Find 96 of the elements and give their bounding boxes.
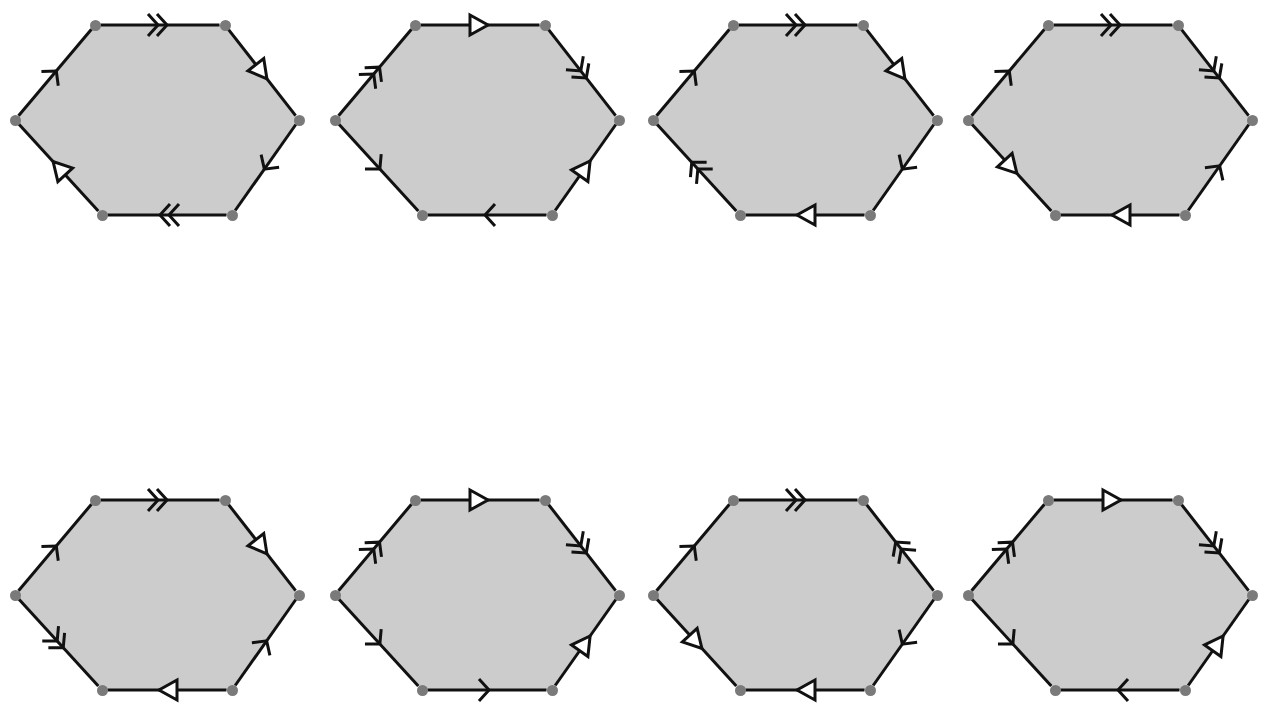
vertex-dot: [931, 114, 943, 126]
vertex-dot: [409, 494, 421, 506]
vertex-dot: [1172, 19, 1184, 31]
vertex-dot: [857, 494, 869, 506]
arrow-edge: [547, 503, 617, 592]
arrow-edge: [970, 123, 1053, 212]
arrow-edge: [553, 598, 618, 687]
arrow-edge: [1180, 28, 1250, 117]
vertex-dot: [539, 494, 551, 506]
arrow-edge: [420, 13, 540, 37]
arrow-edge: [970, 503, 1046, 592]
vertex-dot: [1246, 589, 1258, 601]
vertex-dot: [96, 684, 108, 696]
vertex-dot: [647, 114, 659, 126]
arrow-edge: [227, 28, 297, 117]
vertex-dot: [1042, 19, 1054, 31]
arrow-edge: [107, 678, 227, 702]
arrow-edge: [1053, 12, 1173, 38]
arrow-edge: [17, 503, 93, 592]
vertex-dot: [1179, 684, 1191, 696]
arrow-edge: [227, 503, 297, 592]
arrow-edge: [1053, 488, 1173, 512]
arrow-edge: [738, 487, 858, 513]
arrow-edge: [970, 28, 1046, 117]
arrow-edge: [17, 123, 100, 212]
arrow-edge: [1060, 203, 1180, 227]
arrow-edge: [738, 12, 858, 38]
arrow-edge: [337, 598, 420, 687]
arrow-edge: [1060, 677, 1180, 703]
arrow-edge: [427, 202, 547, 228]
vertex-dot: [727, 494, 739, 506]
vertex-dot: [9, 589, 21, 601]
vertex-dot: [416, 684, 428, 696]
vertex-dot: [219, 494, 231, 506]
arrow-edge: [107, 202, 227, 228]
vertex-dot: [409, 19, 421, 31]
arrow-edge: [871, 598, 936, 687]
vertex-dot: [613, 589, 625, 601]
arrow-edge: [745, 678, 865, 702]
vertex-dot: [962, 589, 974, 601]
arrow-edge: [970, 598, 1053, 687]
arrow-edge: [865, 503, 935, 592]
arrow-edge: [337, 123, 420, 212]
vertex-dot: [1172, 494, 1184, 506]
vertex-dot: [96, 209, 108, 221]
vertex-dot: [864, 209, 876, 221]
vertex-dot: [226, 684, 238, 696]
arrow-edge: [655, 28, 731, 117]
arrow-edge: [1186, 123, 1251, 212]
vertex-dot: [546, 209, 558, 221]
vertex-dot: [734, 209, 746, 221]
arrow-edge: [100, 487, 220, 513]
vertex-dot: [226, 209, 238, 221]
arrow-edge: [420, 488, 540, 512]
vertex-dot: [219, 19, 231, 31]
vertex-dot: [727, 19, 739, 31]
vertex-dot: [857, 19, 869, 31]
vertex-dot: [1049, 209, 1061, 221]
arrow-edge: [100, 12, 220, 38]
arrow-edge: [655, 123, 738, 212]
vertex-dot: [1049, 684, 1061, 696]
vertex-dot: [647, 589, 659, 601]
arrow-edge: [655, 598, 738, 687]
arrow-edge: [233, 598, 298, 687]
arrow-edge: [233, 123, 298, 212]
vertex-dot: [293, 589, 305, 601]
arrow-edge: [655, 503, 731, 592]
vertex-dot: [962, 114, 974, 126]
vertex-dot: [293, 114, 305, 126]
vertex-dot: [539, 19, 551, 31]
arrow-edge: [871, 123, 936, 212]
vertex-dot: [416, 209, 428, 221]
vertex-dot: [89, 19, 101, 31]
arrow-edge: [337, 503, 413, 592]
arrow-edge: [1186, 598, 1251, 687]
vertex-dot: [1179, 209, 1191, 221]
vertex-dot: [9, 114, 21, 126]
arrow-edge: [547, 28, 617, 117]
arrow-edge: [337, 28, 413, 117]
arrow-edge: [17, 598, 100, 687]
vertex-dot: [734, 684, 746, 696]
vertex-dot: [89, 494, 101, 506]
vertex-dot: [931, 589, 943, 601]
vertex-dot: [1246, 114, 1258, 126]
vertex-dot: [546, 684, 558, 696]
vertex-dot: [329, 114, 341, 126]
vertex-dot: [329, 589, 341, 601]
arrow-edge: [865, 28, 935, 117]
arrow-edge: [553, 123, 618, 212]
arrow-edge: [745, 203, 865, 227]
arrow-edge: [427, 677, 547, 703]
arrow-edge: [17, 28, 93, 117]
vertex-dot: [1042, 494, 1054, 506]
arrow-edge: [1180, 503, 1250, 592]
vertex-dot: [864, 684, 876, 696]
vertex-dot: [613, 114, 625, 126]
